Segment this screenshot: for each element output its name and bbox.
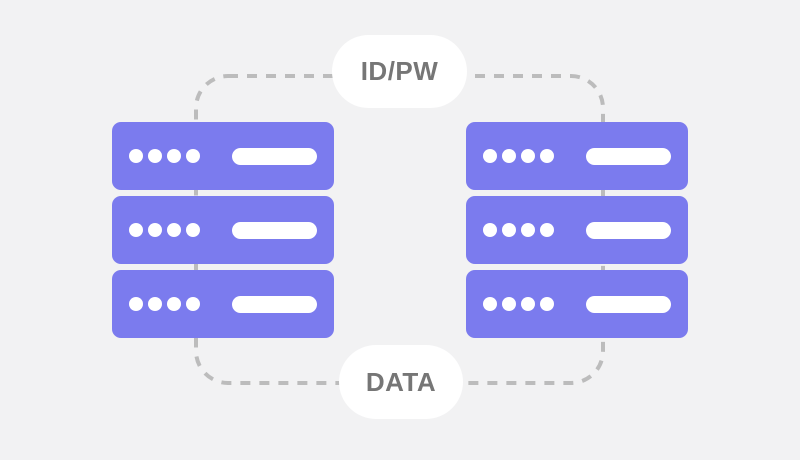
indicator-light-dot bbox=[521, 297, 535, 311]
indicator-light-dot bbox=[502, 297, 516, 311]
server-unit bbox=[112, 196, 334, 264]
server-unit bbox=[112, 270, 334, 338]
indicator-light-dot bbox=[483, 223, 497, 237]
server-unit bbox=[466, 196, 688, 264]
indicator-light-dot bbox=[167, 297, 181, 311]
indicator-light-dot bbox=[540, 297, 554, 311]
indicator-light-dot bbox=[186, 149, 200, 163]
idpw-label-pill: ID/PW bbox=[332, 35, 467, 108]
indicator-light-dot bbox=[167, 223, 181, 237]
indicator-light-dot bbox=[521, 223, 535, 237]
indicator-light-dot bbox=[167, 149, 181, 163]
indicator-light-dot bbox=[483, 149, 497, 163]
indicator-light-dot bbox=[148, 297, 162, 311]
indicator-light-dot bbox=[540, 223, 554, 237]
indicator-lights bbox=[129, 297, 200, 311]
indicator-light-dot bbox=[540, 149, 554, 163]
indicator-light-dot bbox=[129, 223, 143, 237]
data-label: DATA bbox=[365, 366, 437, 397]
indicator-light-dot bbox=[129, 149, 143, 163]
idpw-label: ID/PW bbox=[360, 56, 439, 86]
server-unit bbox=[466, 122, 688, 190]
indicator-lights bbox=[483, 223, 554, 237]
indicator-lights bbox=[129, 223, 200, 237]
indicator-light-dot bbox=[502, 223, 516, 237]
indicator-light-dot bbox=[521, 149, 535, 163]
indicator-light-dot bbox=[502, 149, 516, 163]
indicator-light-dot bbox=[186, 223, 200, 237]
drive-panel-bar bbox=[586, 221, 671, 239]
indicator-light-dot bbox=[186, 297, 200, 311]
server-unit bbox=[112, 122, 334, 190]
drive-panel-bar bbox=[586, 295, 671, 313]
drive-panel-bar bbox=[232, 147, 317, 165]
drive-panel-bar bbox=[232, 221, 317, 239]
indicator-light-dot bbox=[148, 149, 162, 163]
indicator-lights bbox=[129, 149, 200, 163]
indicator-lights bbox=[483, 297, 554, 311]
indicator-light-dot bbox=[148, 223, 162, 237]
server-stack-right bbox=[466, 122, 688, 338]
server-stack-left bbox=[112, 122, 334, 338]
data-label-pill: DATA bbox=[339, 345, 463, 419]
server-unit bbox=[466, 270, 688, 338]
indicator-lights bbox=[483, 149, 554, 163]
indicator-light-dot bbox=[483, 297, 497, 311]
drive-panel-bar bbox=[586, 147, 671, 165]
drive-panel-bar bbox=[232, 295, 317, 313]
indicator-light-dot bbox=[129, 297, 143, 311]
